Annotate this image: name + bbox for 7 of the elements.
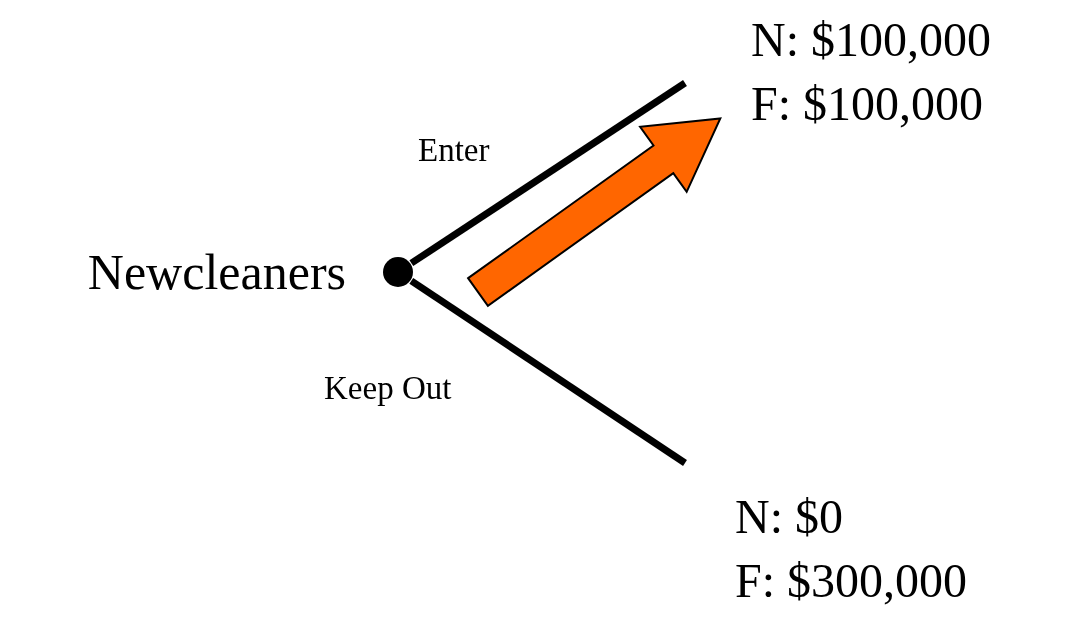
payoff-text: F: $100,000 bbox=[751, 76, 985, 132]
payoff-text: N: $100,000 bbox=[751, 12, 992, 68]
branch-line bbox=[409, 80, 687, 267]
payoff-text: N: $0 bbox=[735, 489, 844, 545]
payoff-text: F: $300,000 bbox=[735, 553, 969, 609]
player-label: Newcleaners bbox=[87, 247, 346, 297]
branch-line bbox=[409, 277, 687, 466]
